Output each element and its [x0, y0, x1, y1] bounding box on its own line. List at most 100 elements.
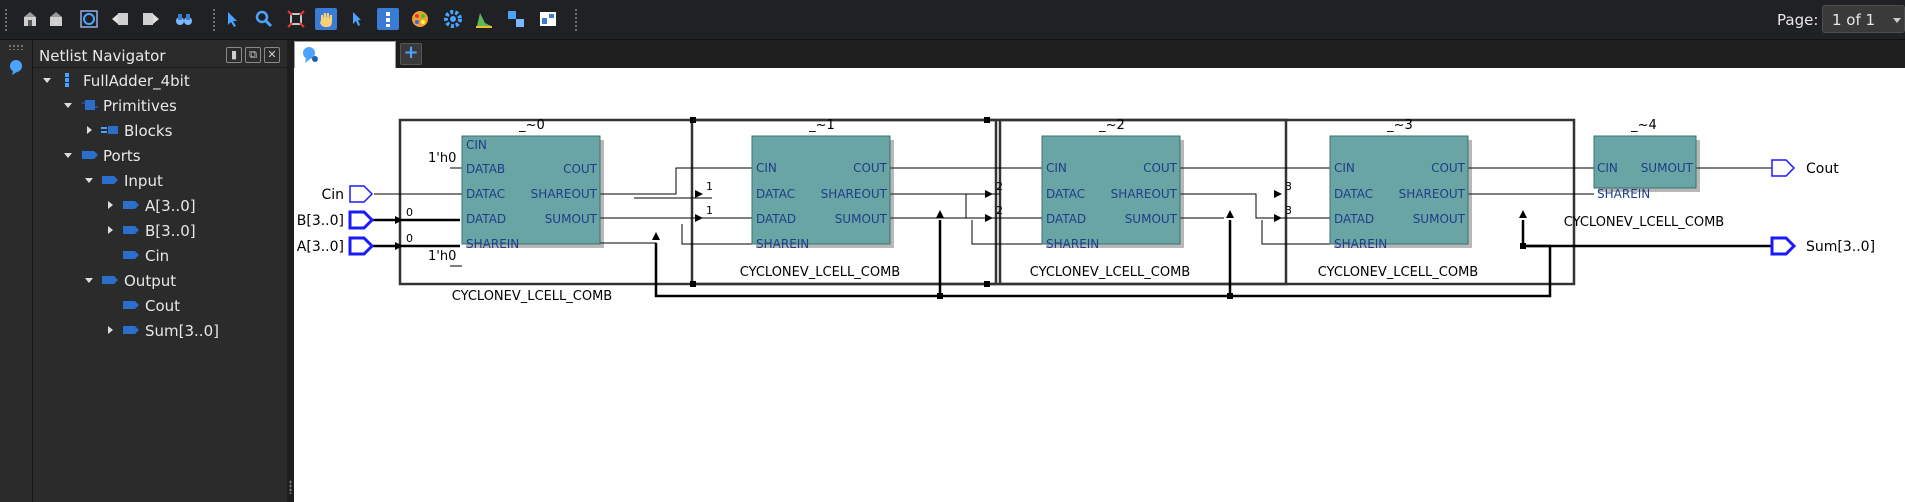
collapsed-arrow-icon[interactable]: [104, 324, 116, 336]
cell-0[interactable]: _~0 CIN DATAB DATAC DATAD SHAREIN COUT S…: [452, 118, 612, 304]
collapsed-arrow-icon[interactable]: [83, 124, 95, 136]
cell-port-label: SHAREIN: [1597, 187, 1650, 201]
collapsed-arrow-icon[interactable]: [104, 224, 116, 236]
output-port-sum[interactable]: Sum[3..0]: [1770, 236, 1875, 256]
pin-icon[interactable]: ▮: [226, 47, 242, 63]
constant-label: 1'h0: [428, 249, 456, 264]
bus-wires: [356, 218, 1772, 298]
bus-wire-icon[interactable]: [473, 8, 495, 30]
tree-item-sum-bus[interactable]: Sum[3..0]: [33, 318, 287, 342]
tree-item-blocks[interactable]: Blocks: [33, 118, 287, 142]
bus-index: 3: [1285, 204, 1292, 217]
panel-splitter[interactable]: [287, 40, 294, 502]
tab-rtl-viewer[interactable]: [294, 41, 396, 68]
cell-4[interactable]: _~4 CIN SHAREIN SUMOUT CYCLONEV_LCELL_CO…: [1564, 118, 1724, 230]
expanded-arrow-icon[interactable]: [41, 74, 53, 86]
cell-port-label: COUT: [1143, 161, 1178, 175]
close-icon[interactable]: ✕: [264, 47, 280, 63]
tree-item-a-bus[interactable]: A[3..0]: [33, 193, 287, 217]
tree-item-label: Cin: [145, 247, 170, 265]
cell-port-label: SUMOUT: [545, 212, 598, 226]
tree-item-label: Blocks: [124, 122, 173, 140]
cell-port-label: SHAREIN: [1046, 237, 1099, 251]
tree-item-fulladder[interactable]: FullAdder_4bit: [33, 68, 287, 92]
tree-item-label: Primitives: [103, 97, 177, 115]
expanded-arrow-icon[interactable]: [83, 274, 95, 286]
go-up-icon[interactable]: [45, 8, 67, 30]
color-settings-icon[interactable]: [409, 8, 431, 30]
binoculars-find-icon[interactable]: [173, 8, 195, 30]
cell-port-label: CIN: [1334, 161, 1355, 175]
cell-port-label: DATAD: [1334, 212, 1374, 226]
tree-item-label: Ports: [103, 147, 141, 165]
settings-gear-icon[interactable]: [442, 8, 464, 30]
bus-index: 2: [996, 180, 1003, 193]
cell-port-label: CIN: [1597, 161, 1618, 175]
tree-item-input[interactable]: Input: [33, 168, 287, 192]
tree-item-b-bus[interactable]: B[3..0]: [33, 218, 287, 242]
cell-port-label: COUT: [563, 162, 598, 176]
cell-1[interactable]: _~1 CIN DATAC DATAD SHAREIN COUT SHAREOU…: [740, 118, 900, 280]
float-icon[interactable]: ⧉: [245, 47, 261, 63]
hand-tool-icon[interactable]: [315, 8, 337, 30]
cell-port-label: DATAD: [756, 212, 796, 226]
toolbar-grip[interactable]: [212, 8, 216, 32]
toolbar-grip[interactable]: [574, 8, 578, 32]
input-port-a[interactable]: A[3..0]: [297, 236, 375, 256]
cell-3[interactable]: _~3 CIN DATAC DATAD SHAREIN COUT SHAREOU…: [1318, 118, 1478, 280]
tree-item-label: A[3..0]: [145, 197, 196, 215]
tree-item-ports[interactable]: Ports: [33, 143, 287, 167]
cell-port-label: SHAREOUT: [1399, 187, 1466, 201]
port-label: A[3..0]: [297, 239, 344, 255]
constant-label: 1'h0: [428, 151, 456, 166]
cell-port-label: SHAREOUT: [531, 187, 598, 201]
tree-item-label: Output: [124, 272, 177, 290]
zoom-tool-icon[interactable]: [253, 8, 275, 30]
input-port-cin[interactable]: Cin: [321, 185, 374, 203]
fit-window-icon[interactable]: [285, 8, 307, 30]
cell-name: _~3: [1386, 118, 1413, 133]
cell-name: _~1: [808, 118, 835, 133]
output-port-cout[interactable]: Cout: [1771, 159, 1839, 177]
tree-item-primitives[interactable]: Primitives: [33, 93, 287, 117]
cell-port-label: COUT: [853, 161, 888, 175]
forward-icon[interactable]: [140, 8, 162, 30]
tree-item-label: Cout: [145, 297, 181, 315]
junction-dots: [690, 117, 1526, 299]
layout-icon[interactable]: [537, 8, 559, 30]
port-icon: [122, 222, 140, 238]
tree-item-cout[interactable]: Cout: [33, 293, 287, 317]
expanded-arrow-icon[interactable]: [62, 99, 74, 111]
input-port-b[interactable]: B[3..0]: [297, 210, 375, 230]
go-back-up-icon[interactable]: [19, 8, 41, 30]
back-icon[interactable]: [109, 8, 131, 30]
netlist-icon: [59, 72, 77, 88]
hierarchy-icon[interactable]: [505, 8, 527, 30]
cell-2[interactable]: _~2 CIN DATAC DATAD SHAREIN COUT SHAREOU…: [1030, 118, 1190, 280]
refresh-icon[interactable]: [78, 8, 100, 30]
bus-index: 2: [996, 204, 1003, 217]
dock-grip[interactable]: [8, 44, 24, 50]
expanded-arrow-icon[interactable]: [62, 149, 74, 161]
cell-port-label: COUT: [1431, 161, 1466, 175]
netlist-navigator-dock-icon[interactable]: [7, 58, 25, 80]
bus-index: 3: [1285, 180, 1292, 193]
selection-tool-icon[interactable]: [222, 8, 244, 30]
toolbar-grip[interactable]: [4, 8, 8, 32]
chevron-down-icon: [1893, 18, 1901, 23]
page-select[interactable]: 1 of 1: [1822, 5, 1905, 33]
netlist-display-icon[interactable]: [377, 8, 399, 30]
expanded-arrow-icon[interactable]: [83, 174, 95, 186]
tree-item-cin[interactable]: Cin: [33, 243, 287, 267]
toolbar: Page: 1 of 1: [0, 0, 1905, 40]
cell-port-label: DATAB: [466, 162, 505, 176]
cell-type: CYCLONEV_LCELL_COMB: [452, 289, 612, 304]
schematic-canvas[interactable]: Cin B[3..0] A[3..0] Cout Sum[3..0] 0 0 1…: [294, 68, 1905, 502]
node-select-icon[interactable]: [346, 8, 368, 30]
collapsed-arrow-icon[interactable]: [104, 199, 116, 211]
port-label: Cin: [321, 187, 344, 203]
port-icon: [122, 297, 140, 313]
tree-item-output[interactable]: Output: [33, 268, 287, 292]
schematic-diagram[interactable]: Cin B[3..0] A[3..0] Cout Sum[3..0] 0 0 1…: [294, 68, 1905, 502]
add-tab-button[interactable]: +: [400, 43, 422, 65]
